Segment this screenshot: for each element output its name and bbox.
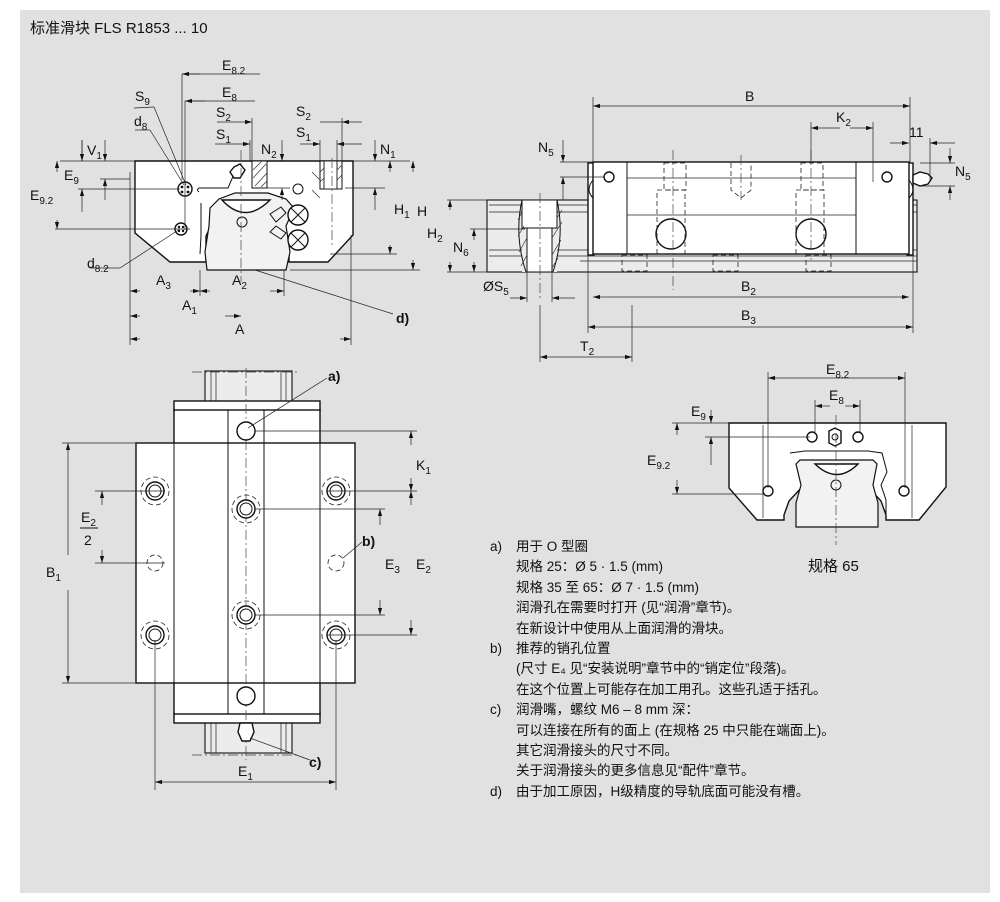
top-lube-nipple [237,722,255,742]
note-b-marker: b) [362,533,375,549]
note-line: (尺寸 E₄ 见“安装说明”章节中的“销定位”段落)。 [516,661,795,677]
label-k1: K1 [416,457,431,477]
size65-view: E8.2 E8 E9 E9.2 [647,361,947,545]
label-e2-half-num: E2 [81,509,96,529]
label-e92: E9.2 [30,187,54,207]
note-line: 在新设计中使用从上面润滑的滑块。 [516,620,732,636]
note-line: 润滑嘴，螺纹 M6 – 8 mm 深： [516,702,700,718]
label-n5-right: N5 [955,163,971,183]
note-item: b) 推荐的销孔位置 [490,639,835,659]
note-line: 用于 O 型圈 [516,539,589,554]
note-line: 关于润滑接头的更多信息见“配件”章节。 [516,763,755,779]
size65-label-e9: E9 [691,403,706,423]
mounting-holes [140,421,351,706]
label-s1-left: S1 [216,126,231,146]
side-view: B K2 11 N5 N5 H2 N6 ØS5 B2 B3 T2 [427,88,971,362]
lube-nipple [912,171,933,187]
label-k2: K2 [836,109,851,129]
top-carriage-flange [135,442,356,684]
hatched-section [251,160,343,199]
note-item: c) 润滑嘴，螺纹 M6 – 8 mm 深： [490,700,835,720]
size65-label-e82: E8.2 [826,361,850,381]
label-n2: N2 [261,141,277,161]
page-title: 标准滑块 FLS R1853 ... 10 [30,20,208,37]
label-s1-right: S1 [296,124,311,144]
note-d-marker: d) [396,310,409,326]
guide-rail [204,192,295,271]
note-a-marker: a) [328,368,340,384]
rail-mounting-hole [517,193,563,300]
note-line: 润滑孔在需要时打开 (见“润滑”章节)。 [516,600,741,616]
label-a: A [235,321,245,337]
label-e2-half-den: 2 [84,532,92,548]
label-e1: E1 [238,763,253,783]
label-s5: ØS5 [483,278,509,298]
label-e9: E9 [64,167,79,187]
note-key: b) [490,641,503,657]
label-h2: H2 [427,225,443,245]
front-view: E8.2 E8 S9 d8 S2 S1 S2 S1 V1 E9 E9.2 N2 … [30,57,427,345]
size65-caption: 规格 65 [808,558,859,575]
size65-lube-holes [762,427,910,497]
note-line: 在这个位置上可能存在加工用孔。这些孔适于括孔。 [516,681,827,697]
label-n6: N6 [453,239,469,259]
note-line: 其它润滑接头的尺寸不同。 [516,743,678,759]
note-line: 由于加工原因，H级精度的导轨底面可能没有槽。 [516,783,810,799]
label-s2-right: S2 [296,103,311,123]
rolling-elements [269,204,309,251]
note-c-marker: c) [309,754,321,770]
label-d8: d8 [134,113,148,133]
label-e8: E8 [222,84,237,104]
size65-label-e92: E9.2 [647,452,671,472]
note-item: a) 用于 O 型圈 [490,537,835,557]
label-s2-left: S2 [216,104,231,124]
note-key: d) [490,783,503,799]
label-b3: B3 [741,307,756,327]
footnotes: a) 用于 O 型圈规格 25：Ø 5 · 1.5 (mm) 规格 35 至 65：… [490,537,835,802]
label-a2: A2 [232,272,247,292]
label-e82: E8.2 [222,57,246,77]
label-b2: B2 [741,278,756,298]
label-n1: N1 [380,141,396,161]
label-s9: S9 [135,88,150,108]
label-b: B [745,88,754,104]
note-line: 规格 35 至 65：Ø 7 · 1.5 (mm) [516,579,700,595]
label-e3: E3 [385,556,400,576]
label-11: 11 [909,124,924,140]
lube-port-left [603,171,615,183]
label-d82: d8.2 [87,255,109,275]
note-line: 规格 25：Ø 5 · 1.5 (mm) [516,559,664,575]
top-view: a) b) c) K1 E2 2 B1 E3 E2 E1 [46,368,431,790]
label-e2: E2 [416,556,431,576]
note-item: d) 由于加工原因，H级精度的导轨底面可能没有槽。 [490,782,835,802]
note-line: 推荐的销孔位置 [516,641,611,657]
label-a3: A3 [156,272,171,292]
label-h1: H1 [394,201,410,221]
label-b1: B1 [46,564,61,584]
note-key: a) [490,539,503,554]
label-v1: V1 [87,142,102,162]
lube-port-right [881,171,893,183]
label-n5-left: N5 [538,139,554,159]
note-key: c) [490,702,502,718]
note-line: 可以连接在所有的面上 (在规格 25 中只能在端面上)。 [516,722,835,738]
label-t2: T2 [580,338,595,358]
label-h: H [417,203,427,219]
size65-label-e8: E8 [829,387,844,407]
label-a1: A1 [182,297,197,317]
